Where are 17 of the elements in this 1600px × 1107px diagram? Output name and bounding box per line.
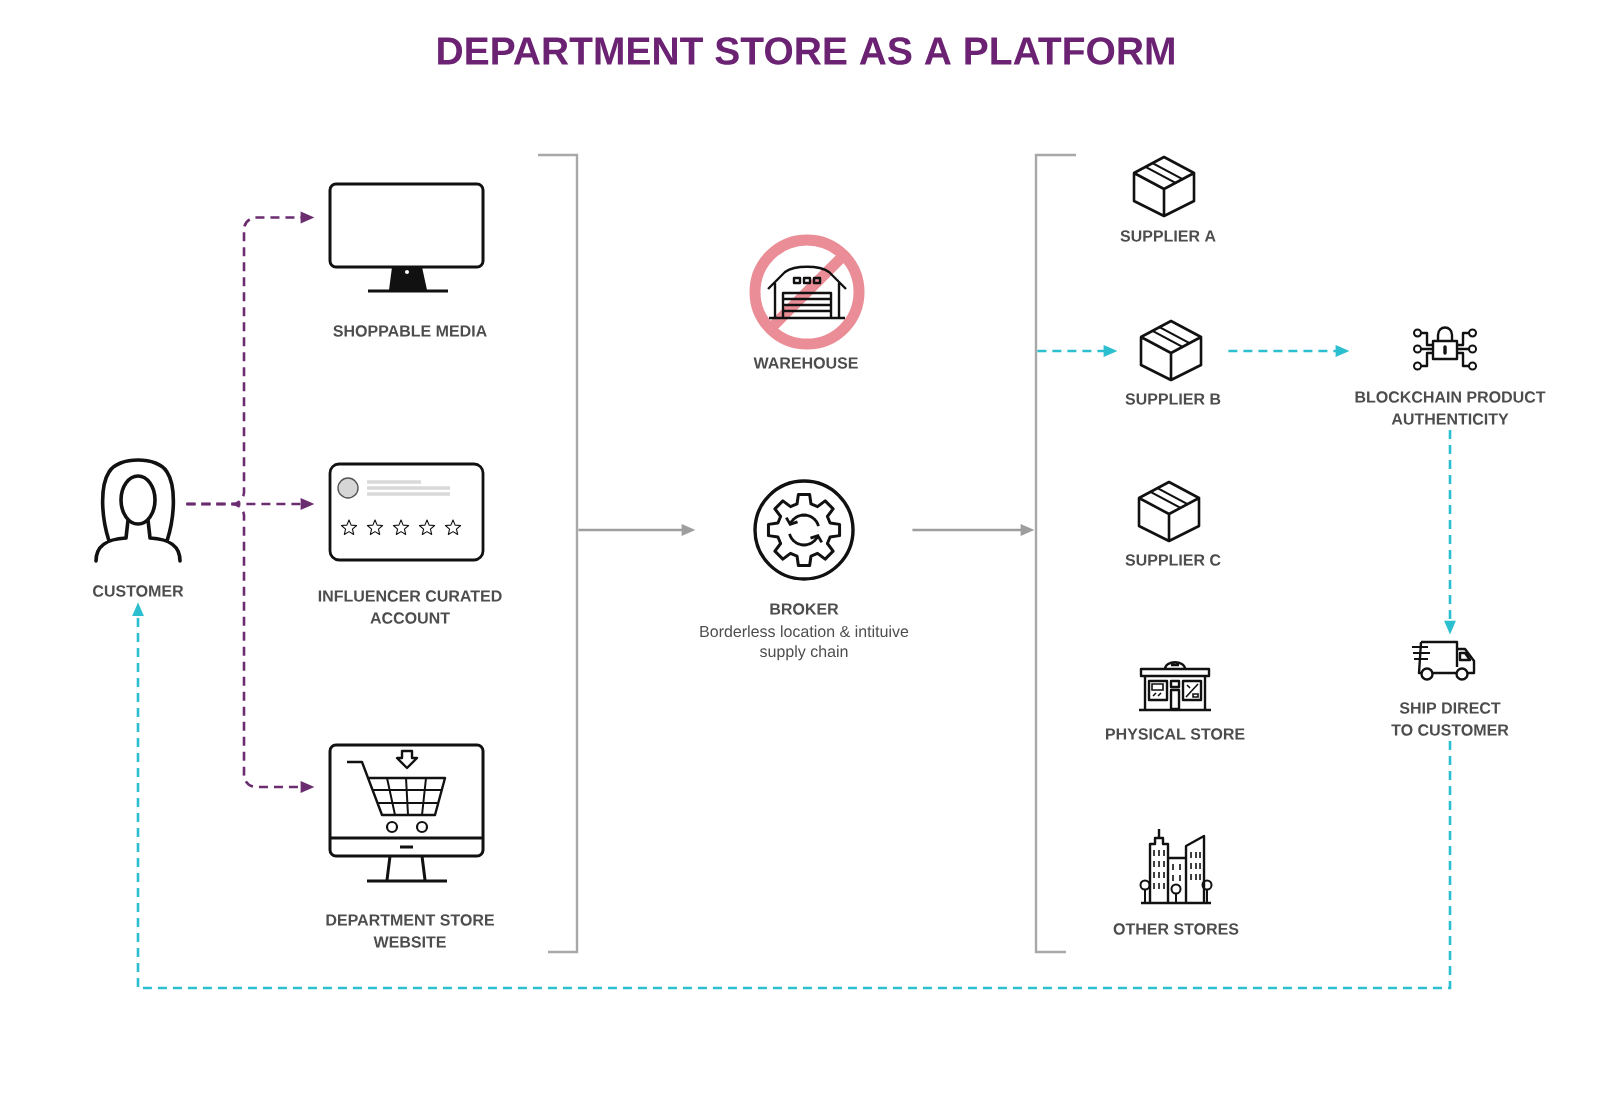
node-label: PHYSICAL STORE <box>1106 728 1245 740</box>
node-label: SHOPPABLE MEDIA <box>333 325 487 337</box>
description-text: Borderless location & intituive supply chain <box>700 625 909 661</box>
bracket <box>1034 153 1076 954</box>
node-label: SUPPLIER B <box>1125 393 1221 405</box>
node-label: CUSTOMER <box>93 585 184 597</box>
node-label: SUPPLIER C <box>1125 554 1221 566</box>
bracket <box>538 153 579 954</box>
node-label: SHIP DIRECT TO CUSTOMER <box>1391 702 1509 736</box>
node-label: OTHER STORES <box>1113 923 1239 935</box>
node-label: INFLUENCER CURATED ACCOUNT <box>318 590 502 624</box>
title: DEPARTMENT STORE AS A PLATFORM <box>438 37 1174 65</box>
node-label: DEPARTMENT STORE WEBSITE <box>326 914 494 948</box>
node-label: SUPPLIER A <box>1120 230 1216 242</box>
node-label: BROKER <box>770 603 839 615</box>
node-label: BLOCKCHAIN PRODUCT AUTHENTICITY <box>1355 391 1546 425</box>
node-label: WAREHOUSE <box>753 357 858 369</box>
